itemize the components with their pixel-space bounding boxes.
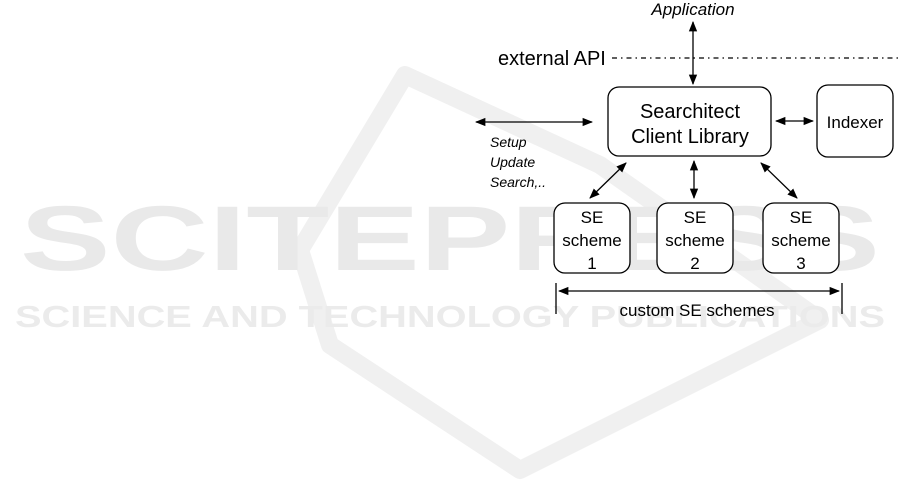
operation-setup-label: Setup [490, 134, 527, 150]
se-scheme-2-line1: SE [684, 208, 707, 227]
external-api-label: external API [498, 48, 606, 70]
se-scheme-1-line3: 1 [587, 254, 596, 273]
indexer-box: Indexer [817, 85, 893, 157]
se-scheme-2-box: SE scheme 2 [657, 203, 733, 273]
se-scheme-3-line2: scheme [771, 231, 831, 250]
se-scheme-2-line3: 2 [690, 254, 699, 273]
se-scheme-1-line2: scheme [562, 231, 622, 250]
watermark-main-text: SCITEPRESS [20, 188, 880, 290]
se-scheme-3-line1: SE [790, 208, 813, 227]
operation-update-label: Update [490, 154, 535, 170]
se-scheme-3-line3: 3 [796, 254, 805, 273]
application-label: Application [650, 0, 734, 19]
client-library-box: Searchitect Client Library [608, 87, 771, 156]
se-scheme-1-line1: SE [581, 208, 604, 227]
se-scheme-2-line2: scheme [665, 231, 725, 250]
client-library-title-line2: Client Library [631, 126, 749, 148]
se-scheme-1-box: SE scheme 1 [554, 203, 630, 273]
operation-search-label: Search,.. [490, 174, 546, 190]
indexer-label: Indexer [827, 113, 884, 132]
se-scheme-3-box: SE scheme 3 [763, 203, 839, 273]
client-library-title-line1: Searchitect [640, 101, 740, 123]
custom-schemes-label: custom SE schemes [620, 301, 775, 320]
